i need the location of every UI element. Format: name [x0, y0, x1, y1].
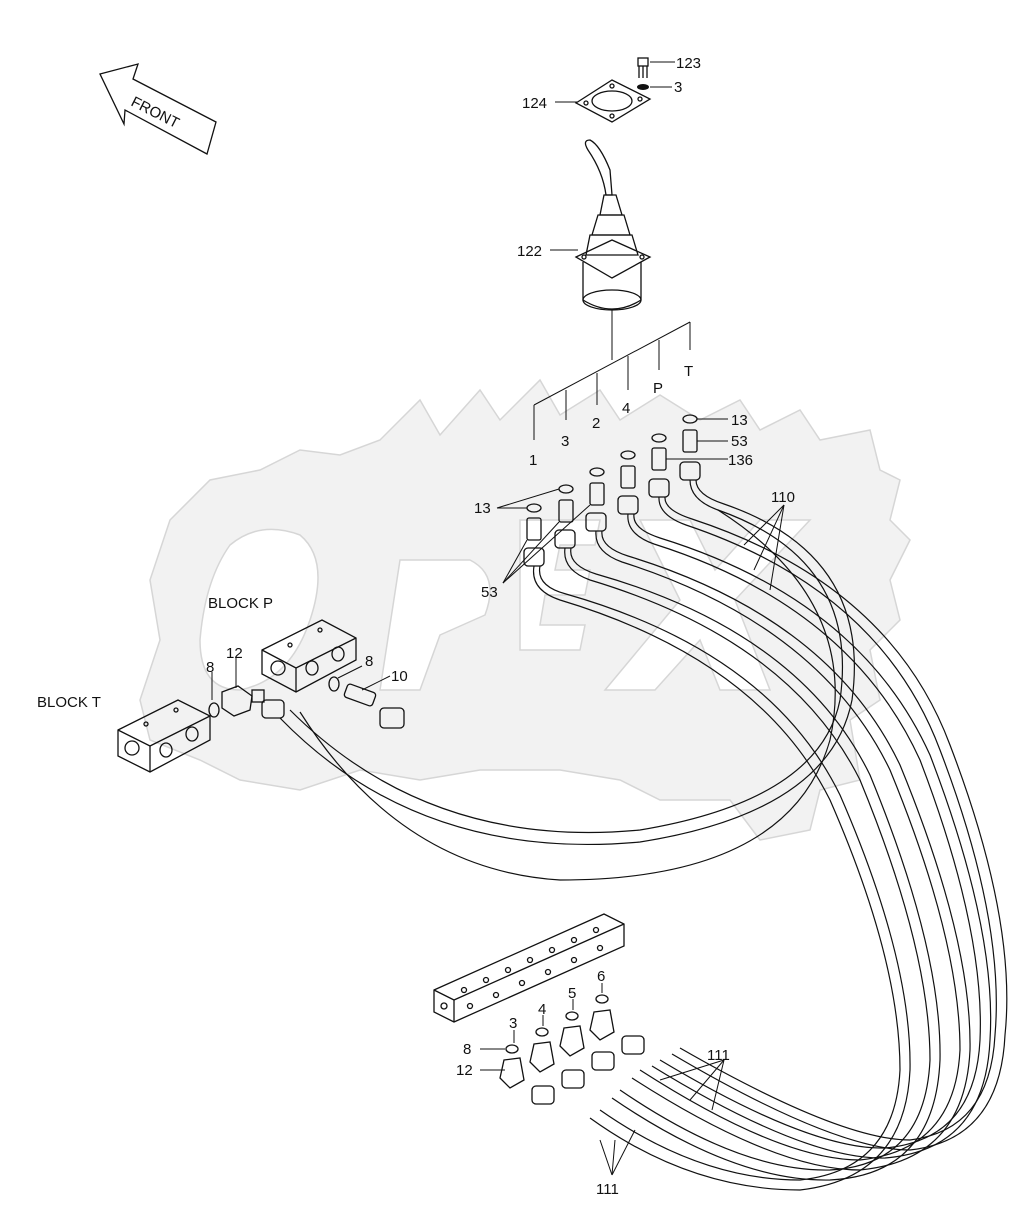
callout-136: 136: [728, 452, 753, 469]
hoses-110: [279, 479, 1008, 1191]
callout-3-bottom: 3: [509, 1015, 517, 1032]
callout-6-bottom: 6: [597, 968, 605, 985]
callout-13-left: 13: [474, 500, 491, 517]
block-p-label: BLOCK P: [208, 595, 273, 612]
watermark: [139, 378, 911, 841]
callout-3-top: 3: [674, 79, 682, 96]
port-label-1: 1: [529, 452, 537, 469]
callout-111-b: 111: [596, 1181, 619, 1198]
port-label-4: 4: [622, 400, 630, 417]
callout-4-bottom: 4: [538, 1001, 546, 1018]
front-arrow: FRONT: [99, 63, 217, 155]
callout-124: 124: [522, 95, 547, 112]
callout-53-right: 53: [731, 433, 748, 450]
port-leaders: [533, 310, 691, 440]
callout-111-a: 111: [707, 1047, 730, 1064]
callout-8-p: 8: [365, 653, 373, 670]
block-t: [117, 699, 211, 773]
callout-10: 10: [391, 668, 408, 685]
block-fittings: [208, 676, 405, 729]
port-label-t: T: [684, 363, 693, 380]
callout-53-left: 53: [481, 584, 498, 601]
callout-122: 122: [517, 243, 542, 260]
bottom-fittings: [499, 994, 645, 1105]
block-t-label: BLOCK T: [37, 694, 101, 711]
callout-leaders: [211, 61, 785, 1176]
port-label-p: P: [653, 380, 663, 397]
callout-5-bottom: 5: [568, 985, 576, 1002]
port-label-3: 3: [561, 433, 569, 450]
callout-12-bottom: 12: [456, 1062, 473, 1079]
callout-110: 110: [771, 489, 795, 506]
o-rings: [526, 414, 698, 513]
callout-8-bottom: 8: [463, 1041, 471, 1058]
block-p: [261, 619, 357, 693]
joystick: [574, 139, 652, 311]
callout-123: 123: [676, 55, 701, 72]
bottom-manifold: [433, 913, 625, 1023]
callout-12-t: 12: [226, 645, 243, 662]
callout-8-t: 8: [206, 659, 214, 676]
port-label-2: 2: [592, 415, 600, 432]
callout-13-right: 13: [731, 412, 748, 429]
mount-plate-assembly: [574, 57, 652, 123]
